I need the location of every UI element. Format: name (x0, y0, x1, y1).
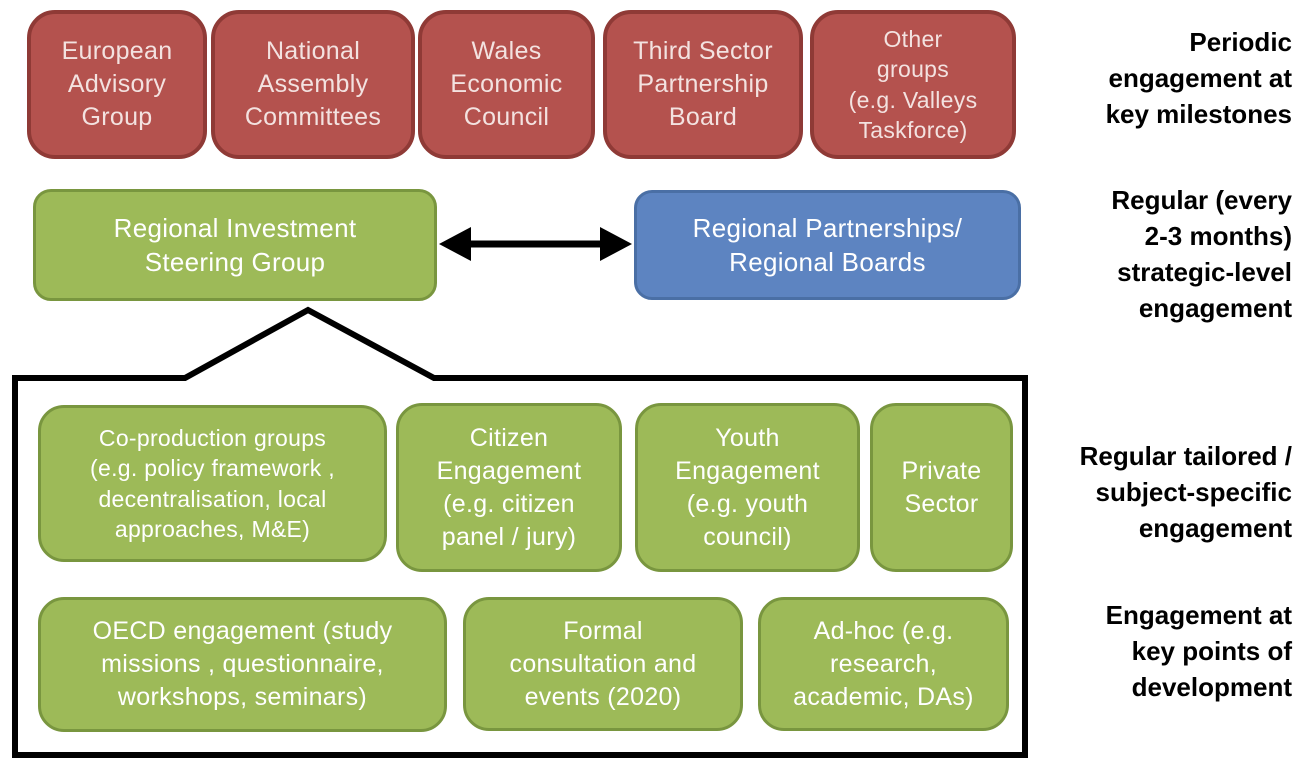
box-national-assembly-committees: National Assembly Committees (211, 10, 415, 159)
box-label: Other groups (e.g. Valleys Taskforce) (848, 25, 978, 143)
box-label: Third Sector Partnership Board (633, 37, 773, 131)
side-label-regular-strategic-engagement: Regular (every 2-3 months) strategic-lev… (1111, 185, 1292, 323)
box-ad-hoc: Ad-hoc (e.g. research, academic, DAs) (758, 597, 1009, 731)
box-citizen-engagement: Citizen Engagement (e.g. citizen panel /… (396, 403, 622, 572)
box-label: Regional Partnerships/ Regional Boards (692, 212, 963, 277)
side-label-regular-tailored-engagement: Regular tailored / subject-specific enga… (1079, 441, 1292, 543)
box-label: Youth Engagement (e.g. youth council) (675, 423, 820, 551)
box-co-production-groups: Co-production groups (e.g. policy framew… (38, 405, 387, 562)
box-formal-consultation: Formal consultation and events (2020) (463, 597, 743, 731)
side-label-periodic-engagement: Periodic engagement at key milestones (1105, 27, 1292, 129)
box-label: OECD engagement (study missions , questi… (92, 617, 393, 711)
side-label-engagement-key-points: Engagement at key points of development (1105, 600, 1292, 702)
box-label: Formal consultation and events (2020) (509, 616, 697, 711)
box-label: National Assembly Committees (244, 37, 382, 131)
box-label: European Advisory Group (61, 37, 173, 131)
box-label: Citizen Engagement (e.g. citizen panel /… (436, 423, 582, 551)
box-regional-partnerships-regional-boards: Regional Partnerships/ Regional Boards (634, 190, 1021, 300)
box-european-advisory-group: European Advisory Group (27, 10, 207, 159)
box-label: Regional Investment Steering Group (113, 212, 357, 277)
box-label: Co-production groups (e.g. policy framew… (90, 424, 335, 542)
box-label: Ad-hoc (e.g. research, academic, DAs) (793, 616, 974, 711)
box-label: Private Sector (901, 456, 982, 518)
box-oecd-engagement: OECD engagement (study missions , questi… (38, 597, 447, 732)
box-regional-investment-steering-group: Regional Investment Steering Group (33, 189, 437, 301)
box-other-groups: Other groups (e.g. Valleys Taskforce) (810, 10, 1016, 159)
box-label: Wales Economic Council (450, 37, 563, 131)
box-wales-economic-council: Wales Economic Council (418, 10, 595, 159)
box-youth-engagement: Youth Engagement (e.g. youth council) (635, 403, 860, 572)
box-private-sector: Private Sector (870, 403, 1013, 572)
bidirectional-arrow (439, 227, 632, 261)
box-third-sector-partnership-board: Third Sector Partnership Board (603, 10, 803, 159)
